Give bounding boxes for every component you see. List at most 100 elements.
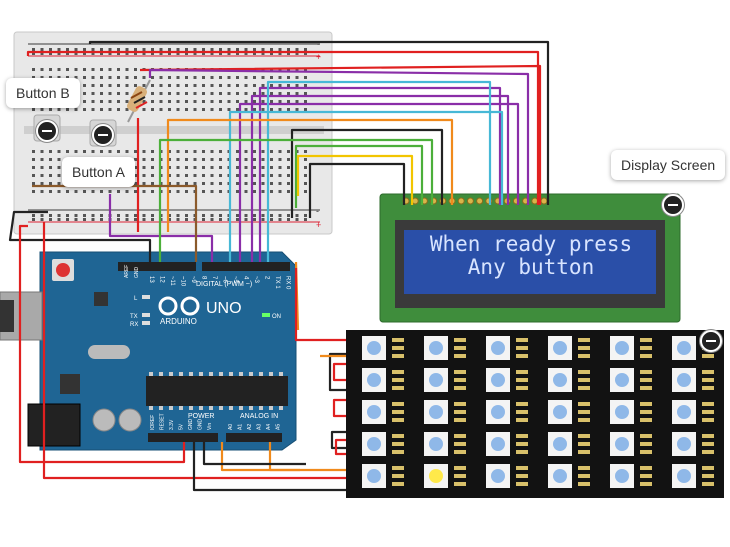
led-pad (578, 418, 590, 422)
display-screen-callout: Display Screen (611, 150, 726, 180)
button-b-remove-icon[interactable] (36, 120, 58, 142)
power-pin-label: GND (188, 419, 194, 431)
led-pixel-lens (615, 469, 629, 483)
led-pad (578, 346, 590, 350)
analog-pin-label: A1 (238, 424, 244, 430)
led-pixel-lens (615, 437, 629, 451)
led-pad (392, 482, 404, 486)
resistor[interactable] (126, 79, 151, 123)
led-pad (640, 434, 652, 438)
led-pad (454, 434, 466, 438)
led-pad (516, 370, 528, 374)
matrix-remove-icon[interactable] (700, 330, 722, 352)
led-pixel-lens (615, 373, 629, 387)
led-pad (454, 338, 466, 342)
gnd-label: GND (134, 267, 140, 279)
arduino-brand-text: ARDUINO (160, 317, 197, 326)
power-pin-label: 3.3V (169, 419, 175, 430)
led-pixel-lens (677, 469, 691, 483)
led-pad (702, 354, 714, 358)
digital-pin-label: 2 (264, 276, 270, 280)
led-pad (454, 482, 466, 486)
digital-pin-label: 13 (148, 276, 154, 283)
led-pad (516, 354, 528, 358)
led-pixel-lens (553, 405, 567, 419)
arduino-logo (158, 296, 200, 316)
arduino-uno-board[interactable]: ARDUINO UNO DIGITAL (PWM ~) POWER ANALOG… (0, 251, 297, 451)
led-tx-label: TX (130, 314, 138, 320)
display-remove-icon[interactable] (662, 194, 684, 216)
led-pad (454, 474, 466, 478)
led-pixel-lens (553, 341, 567, 355)
power-pin-label: Vin (207, 423, 213, 430)
led-pad (392, 474, 404, 478)
led-pixel-lens (491, 437, 505, 451)
led-pad (392, 410, 404, 414)
led-pixel-lens (367, 341, 381, 355)
led-pad (578, 450, 590, 454)
display-screen-label: Display Screen (621, 157, 716, 173)
led-pad (454, 410, 466, 414)
led-pad (578, 434, 590, 438)
led-pad (702, 410, 714, 414)
digital-pin-label: ~5 (232, 276, 238, 284)
analog-pin-label: A0 (228, 424, 234, 430)
led-pad (578, 482, 590, 486)
aref-label: AREF (124, 265, 130, 278)
led-pad (392, 466, 404, 470)
button-a-remove-icon[interactable] (92, 124, 114, 146)
digital-label: DIGITAL (PWM ~) (196, 281, 252, 288)
led-pad (454, 466, 466, 470)
wires[interactable] (8, 40, 550, 492)
led-pad (392, 354, 404, 358)
led-pad (454, 370, 466, 374)
led-pad (392, 434, 404, 438)
led-pad (578, 442, 590, 446)
led-pixel-lens (677, 437, 691, 451)
breadboard[interactable]: - + - + (13, 31, 333, 235)
led-pad (702, 402, 714, 406)
led-pad (454, 450, 466, 454)
led-rx-label: RX (130, 322, 138, 328)
led-pixel-lens (367, 469, 381, 483)
led-pad (702, 450, 714, 454)
led-pad (702, 466, 714, 470)
led-pad (392, 378, 404, 382)
led-pad (454, 418, 466, 422)
led-pad (516, 474, 528, 478)
led-pad (702, 370, 714, 374)
led-pad (640, 450, 652, 454)
led-matrix[interactable] (346, 330, 724, 498)
led-pad (640, 338, 652, 342)
led-on-label: ON (272, 314, 281, 320)
led-pad (516, 466, 528, 470)
led-pad (392, 386, 404, 390)
analog-pin-label: A2 (247, 424, 253, 430)
led-pad (578, 386, 590, 390)
power-pin-label: 5V (179, 423, 185, 430)
led-pad (516, 386, 528, 390)
lcd-text: When ready press Any button (405, 233, 657, 291)
led-pad (578, 354, 590, 358)
led-l-label: L (134, 296, 138, 302)
led-pixel-lens (367, 373, 381, 387)
led-pad (516, 442, 528, 446)
led-pad (392, 370, 404, 374)
digital-pin-label: TX 1 (274, 276, 280, 289)
led-pad (640, 370, 652, 374)
lcd-line-1: When ready press (429, 232, 633, 256)
led-pad (516, 338, 528, 342)
led-pad (392, 402, 404, 406)
analog-pin-label: A5 (276, 424, 282, 430)
led-pixel-lens (429, 341, 443, 355)
led-pixel-lens (615, 341, 629, 355)
digital-pin-label: 8 (201, 276, 207, 280)
led-pad (516, 482, 528, 486)
led-pixel-lens (367, 405, 381, 419)
led-pixel-lens (367, 437, 381, 451)
led-pad (516, 450, 528, 454)
analog-pin-label: A4 (266, 424, 272, 430)
